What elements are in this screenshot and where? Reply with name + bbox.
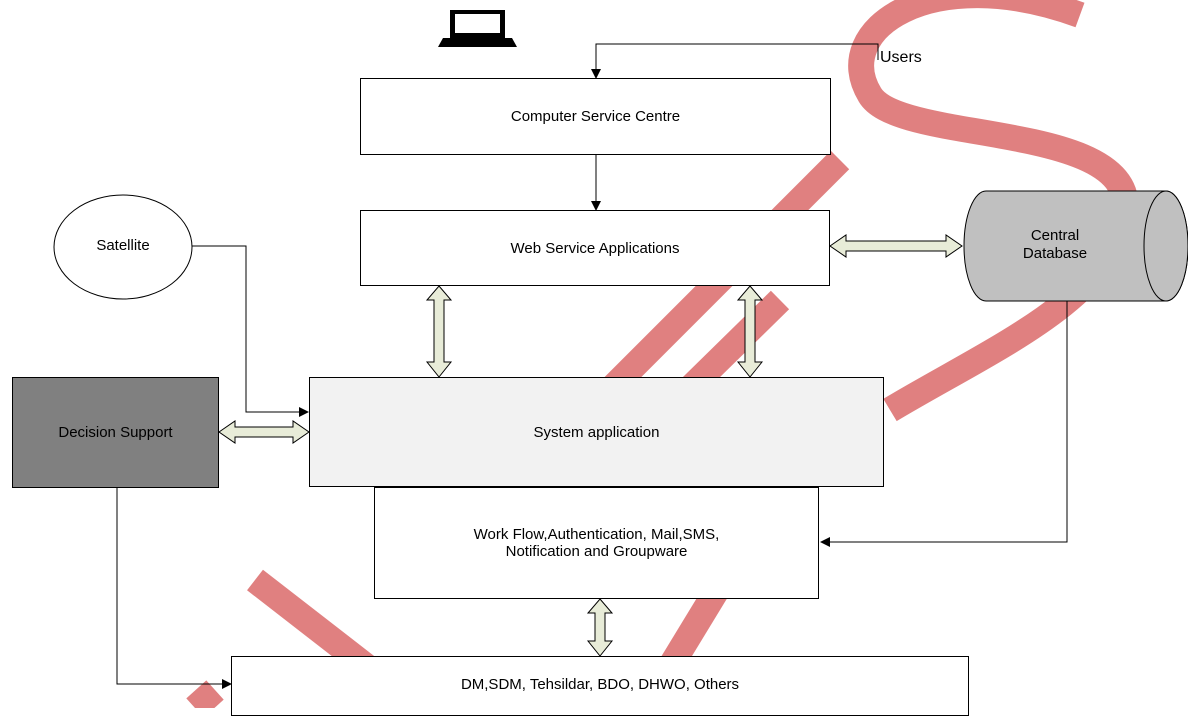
laptop-icon <box>438 10 517 47</box>
web-database-double-arrow <box>829 234 963 258</box>
decision-support-node: Decision Support <box>12 377 219 488</box>
users-connector <box>591 43 879 79</box>
computer-service-centre-label: Computer Service Centre <box>510 108 681 125</box>
satellite-node <box>53 194 193 300</box>
central-database-label-line2: Database <box>1022 245 1088 262</box>
satellite-label: Satellite <box>96 237 150 254</box>
workflow-node: Work Flow,Authentication, Mail,SMS, Noti… <box>374 487 819 599</box>
decision-system-double-arrow <box>218 420 310 444</box>
database-connector <box>820 301 1068 547</box>
decision-connector <box>116 488 232 689</box>
officials-label: DM,SDM, Tehsildar, BDO, DHWO, Others <box>460 676 740 693</box>
workflow-label-line1: Work Flow,Authentication, Mail,SMS, <box>473 526 720 543</box>
watermark-diagonal-5 <box>186 680 224 708</box>
central-database-label: Central Database <box>1000 227 1110 263</box>
web-service-applications-node: Web Service Applications <box>360 210 830 286</box>
decision-support-label: Decision Support <box>58 424 173 441</box>
workflow-officials-double-arrow <box>586 598 614 657</box>
officials-node: DM,SDM, Tehsildar, BDO, DHWO, Others <box>231 656 969 716</box>
system-application-label: System application <box>533 423 660 441</box>
web-service-applications-label: Web Service Applications <box>510 239 680 257</box>
workflow-label-line2: Notification and Groupware <box>505 543 688 560</box>
central-database-label-line1: Central <box>1030 227 1080 244</box>
watermark-s-curve <box>848 0 1139 422</box>
central-database-node <box>963 190 1188 302</box>
web-system-double-arrow-left <box>425 285 453 378</box>
system-application-node: System application <box>309 377 884 487</box>
users-label: Users <box>880 49 922 66</box>
computer-service-centre-node: Computer Service Centre <box>360 78 831 155</box>
satellite-connector <box>192 245 309 417</box>
